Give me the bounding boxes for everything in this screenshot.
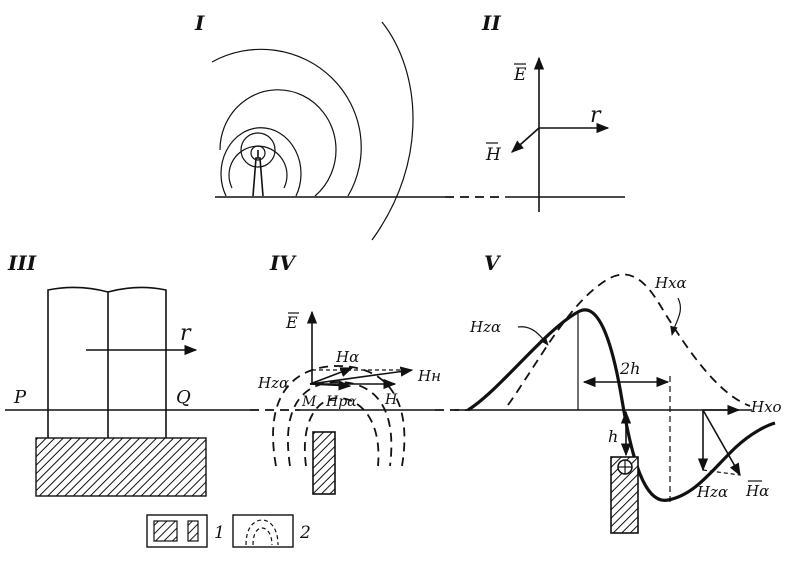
- wavefront-block: [47, 286, 167, 438]
- label-ha-4: Hα: [335, 348, 359, 366]
- label-q: Q: [176, 387, 191, 408]
- label-h-4: H: [384, 392, 398, 408]
- ground-hatch-block: [35, 437, 207, 497]
- label-r-3: r: [180, 321, 192, 346]
- label-r-2: r: [590, 103, 602, 128]
- panel-2-field-vectors: II E r H: [481, 11, 625, 212]
- legend-label-2: 2: [299, 523, 311, 543]
- wavefront-5: [219, 89, 337, 197]
- ore-body-4: [312, 431, 336, 495]
- panel-3-conductor-section: III r P Q: [5, 251, 300, 497]
- field-line-3: [272, 365, 406, 467]
- legend-field-line-inner: [252, 527, 273, 546]
- label-hxo: Hxo: [750, 398, 782, 416]
- legend-label-1: 1: [214, 523, 225, 543]
- hpa-vector: [309, 380, 352, 391]
- label-m: M: [301, 394, 317, 410]
- ha-vector-5: [702, 409, 741, 477]
- panel-3-label: III: [7, 251, 37, 275]
- wavefront-3: [228, 145, 288, 189]
- label-p: P: [13, 387, 27, 408]
- panel-1-label: I: [194, 11, 205, 35]
- wavefronts: [211, 21, 414, 241]
- label-hza-4: Hzα: [257, 374, 289, 392]
- label-hn: Hн: [417, 367, 441, 385]
- panel-2-label: II: [481, 11, 501, 35]
- label-h-depth: h: [608, 427, 618, 446]
- label-hxa: Hxα: [654, 274, 687, 292]
- label-hpa: Hpα: [325, 394, 357, 410]
- wavefront-4: [220, 127, 302, 197]
- panel-5-label: V: [484, 251, 502, 275]
- panel-5-anomaly-profiles: V 2h Hzα Hxα Hxo h Hzα Hα: [455, 251, 782, 534]
- wavefront-6: [211, 48, 362, 197]
- label-e-2: E: [513, 65, 527, 85]
- label-ha-vec: Hα: [745, 482, 769, 500]
- panel-4-label: IV: [269, 251, 297, 275]
- wavefront-7: [371, 21, 414, 241]
- legend-box-2: [232, 514, 294, 548]
- label-h-2: H: [485, 145, 502, 165]
- legend-hatch-large: [153, 520, 178, 542]
- hxa-leader: [670, 297, 682, 336]
- panel-4-field-decomposition: IV E Hα Hн Hzα M Hpα H: [257, 251, 468, 495]
- label-2h: 2h: [619, 359, 640, 378]
- label-hza-vec: Hzα: [696, 483, 728, 501]
- label-e-4: E: [285, 313, 298, 332]
- field-line-1: [303, 397, 380, 467]
- ore-body-5: [610, 456, 639, 534]
- h-vector-arrow: [511, 127, 540, 153]
- field-line-2: [287, 381, 393, 467]
- panel-1-wave-propagation: I: [194, 11, 505, 241]
- hxa-curve: [507, 273, 751, 407]
- hza-leader: [517, 326, 549, 346]
- legend-box-1: [146, 514, 208, 548]
- ha-vector: [309, 367, 354, 385]
- legend-hatch-small: [187, 520, 199, 542]
- label-hza-5: Hzα: [469, 318, 501, 336]
- wavefront-2: [240, 132, 276, 168]
- legend: 1 2: [146, 514, 311, 548]
- hn-vector: [309, 366, 414, 385]
- antenna-icon: [252, 157, 264, 197]
- triangle-guide: [702, 469, 741, 476]
- legend-field-line-outer: [245, 519, 279, 546]
